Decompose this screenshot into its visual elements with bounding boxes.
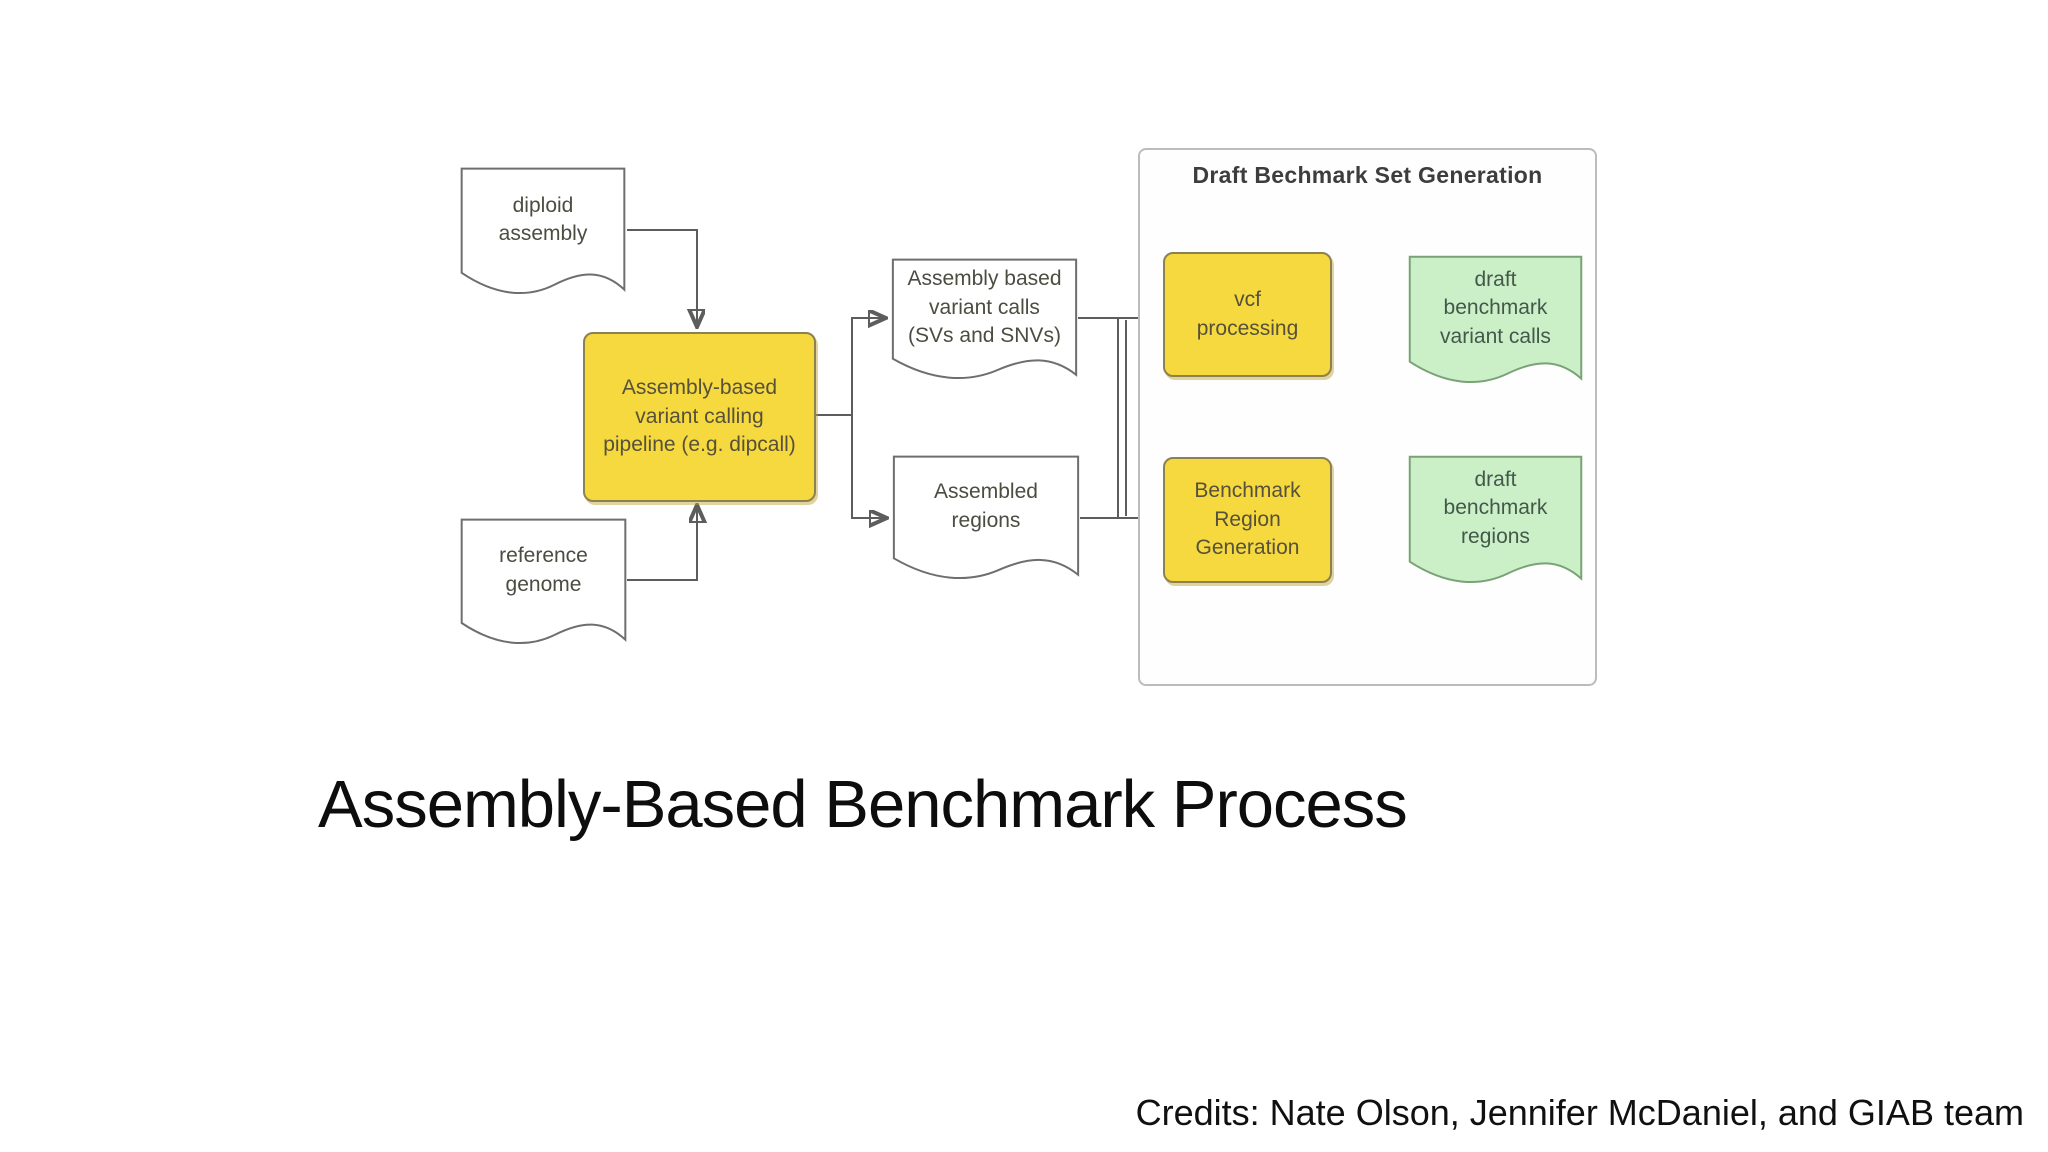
document-shape bbox=[460, 518, 627, 643]
node-label: Assembled regions bbox=[934, 480, 1038, 532]
node-label: Assembly based variant calls (SVs and SN… bbox=[907, 267, 1062, 348]
document-shape bbox=[460, 167, 626, 293]
node-label: reference genome bbox=[499, 544, 588, 596]
node-label: diploid assembly bbox=[498, 193, 588, 245]
slide-title: Assembly-Based Benchmark Process bbox=[318, 767, 1408, 842]
draft-benchmark-set-generation-group: Draft Bechmark Set Generation bbox=[1138, 148, 1597, 686]
credits-text: Credits: Nate Olson, Jennifer McDaniel, … bbox=[1135, 1092, 2024, 1133]
node-label: draft benchmark regions bbox=[1443, 467, 1548, 548]
document-shape bbox=[891, 258, 1078, 378]
node-assembly-based-variant-calling-pipeline: Assembly-based variant calling pipeline … bbox=[583, 332, 816, 502]
node-draft-benchmark-variant-calls: draft benchmark variant calls bbox=[1408, 255, 1583, 382]
node-benchmark-region-generation: Benchmark Region Generation bbox=[1163, 457, 1332, 583]
node-label: Assembly-based variant calling pipeline … bbox=[603, 376, 796, 457]
node-label: vcf processing bbox=[1196, 288, 1299, 340]
node-assembled-regions: Assembled regions bbox=[892, 455, 1080, 578]
node-label: draft benchmark variant calls bbox=[1440, 267, 1551, 348]
node-diploid-assembly: diploid assembly bbox=[460, 167, 626, 293]
document-shape bbox=[1408, 455, 1583, 582]
document-shape bbox=[1408, 255, 1583, 382]
node-assembly-based-variant-calls: Assembly based variant calls (SVs and SN… bbox=[891, 258, 1078, 378]
node-reference-genome: reference genome bbox=[460, 518, 627, 643]
group-title: Draft Bechmark Set Generation bbox=[1192, 162, 1543, 188]
node-draft-benchmark-regions: draft benchmark regions bbox=[1408, 455, 1583, 582]
node-vcf-processing: vcf processing bbox=[1163, 252, 1332, 377]
node-label: Benchmark Region Generation bbox=[1194, 479, 1301, 560]
document-shape bbox=[892, 455, 1080, 578]
